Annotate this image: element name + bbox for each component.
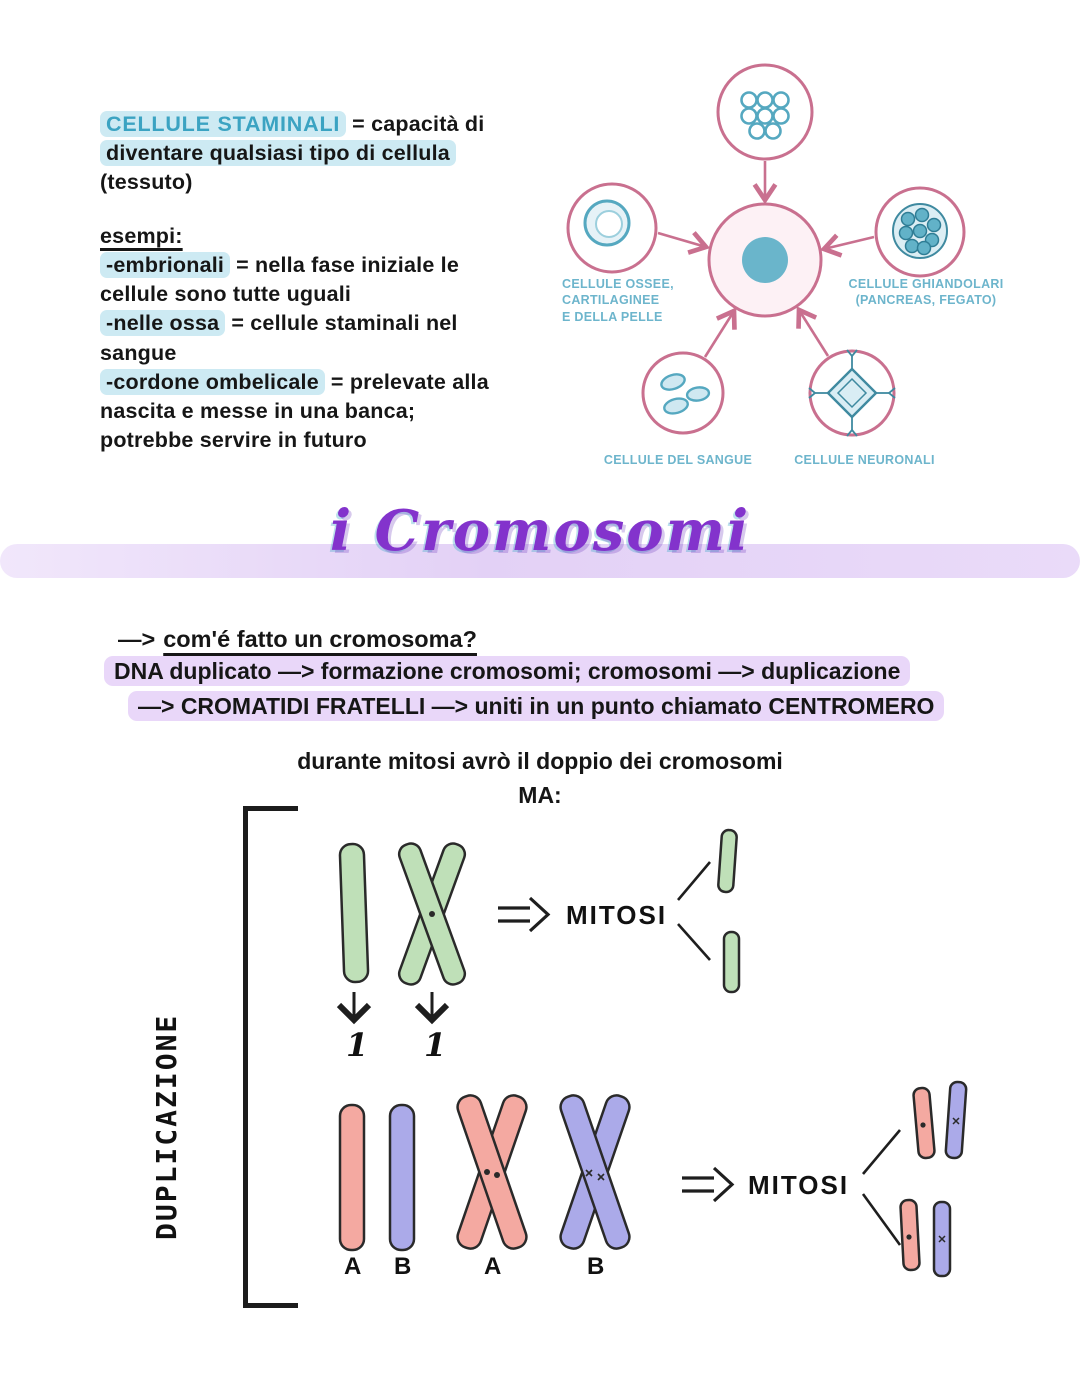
pair2-label-a: A: [484, 1253, 501, 1280]
green-chromosome-x: [397, 842, 467, 986]
example-cord-line-3: potrebbe servire in futuro: [100, 428, 367, 453]
label-neurons: CELLULE NEURONALI: [794, 453, 935, 467]
definition-line-1: CELLULE STAMINALI= capacità di: [100, 110, 580, 139]
pair1-label-b: B: [394, 1253, 411, 1280]
definition-rest: = capacità di: [352, 112, 485, 136]
label-bone-cartilage-skin: CELLULE OSSEE, CARTILAGINEE E DELLA PELL…: [562, 276, 717, 325]
label-line: CARTILAGINEE: [562, 293, 660, 308]
stem-cells-notes: CELLULE STAMINALI= capacità di diventare…: [100, 110, 580, 456]
embryo-cluster-cell: [716, 63, 814, 161]
chromatid-group-bottom: [899, 1198, 952, 1278]
chromosome-note-line-2: —> CROMATIDI FRATELLI —> uniti in un pun…: [128, 691, 945, 721]
example-cord-term: -cordone ombelicale: [100, 368, 325, 395]
down-arrow-icon: [336, 992, 450, 1025]
chromatid-group-top: [912, 1080, 968, 1160]
chromosome-drawings: 1 1 MITOSI A: [336, 828, 968, 1280]
definition-highlight: diventare qualsiasi tipo di cellula: [100, 140, 456, 167]
example-cord-rest: = prelevate alla: [330, 369, 489, 394]
green-chromosome-single: [338, 842, 370, 984]
example-bones-line-1: -nelle ossa= cellule staminali nel: [100, 309, 580, 338]
example-bones-line-2: sangue: [100, 340, 177, 365]
section-title: i Cromosomi: [329, 498, 751, 564]
label-line: CELLULE OSSEE,: [562, 277, 674, 291]
pink-chromosome-single: [338, 1103, 366, 1252]
example-embryonic-term: -embrionali: [100, 251, 231, 278]
green-chromatid-bottom: [722, 930, 741, 994]
label-line: (PANCREAS, FEGATO): [855, 293, 997, 308]
label-glandular: CELLULE GHIANDOLARI (PANCREAS, FEGATO): [836, 276, 1016, 309]
branch-lines-2: [861, 1129, 902, 1246]
double-arrow-icon-2: [682, 1166, 735, 1203]
neuron-cell: [808, 349, 896, 437]
diagram-arms: [657, 161, 875, 358]
highlighted-text: DNA duplicato —> formazione cromosomi; c…: [104, 656, 911, 686]
stem-cells-term: CELLULE STAMINALI: [100, 111, 347, 137]
label-blood-cells: CELLULE DEL SANGUE: [603, 453, 753, 467]
branch-lines-1: [677, 861, 711, 961]
example-bones-rest: = cellule staminali nel: [231, 311, 458, 336]
example-bones-term: -nelle ossa: [100, 310, 226, 337]
pink-chromosome-x: [456, 1094, 528, 1250]
examples-label: esempi:: [100, 223, 183, 248]
example-cord-line-1: -cordone ombelicale= prelevate alla: [100, 368, 580, 397]
section-banner: [0, 544, 1080, 578]
definition-line-3: (tessuto): [100, 170, 193, 195]
pair2-label-b: B: [587, 1253, 604, 1280]
question-text: com'é fatto un cromosoma?: [163, 626, 477, 652]
blood-cells: [641, 351, 725, 435]
glandular-cell: [874, 186, 966, 278]
example-embryonic-rest: = nella fase iniziale le: [236, 252, 459, 277]
count-label-1: 1: [346, 1026, 368, 1064]
double-arrow-icon: [498, 896, 551, 933]
mitosi-label-2: MITOSI: [748, 1170, 849, 1200]
violet-chromosome-single: [388, 1103, 416, 1252]
violet-chromosome-x: [559, 1094, 631, 1250]
definition-line-2: diventare qualsiasi tipo di cellula: [100, 139, 580, 168]
green-chromatid-top: [717, 828, 738, 894]
bone-cartilage-skin-cell: [566, 182, 658, 274]
chromosome-question: —> com'é fatto un cromosoma?: [118, 626, 477, 653]
mitosi-label-1: MITOSI: [566, 900, 667, 930]
label-line: CELLULE GHIANDOLARI: [848, 277, 1004, 291]
count-label-2: 1: [424, 1026, 446, 1064]
duplication-label: DUPLICAZIONE: [150, 1013, 183, 1240]
example-embryonic-line-1: -embrionali= nella fase iniziale le: [100, 251, 580, 280]
stem-cell-diagram: [566, 63, 966, 437]
example-cord-line-2: nascita e messe in una banca;: [100, 399, 416, 424]
pair1-label-a: A: [344, 1253, 361, 1280]
bracket: [243, 806, 298, 1308]
ma-label: MA:: [518, 782, 562, 808]
example-embryonic-line-2: cellule sono tutte uguali: [100, 282, 352, 307]
mitosis-note: durante mitosi avrò il doppio dei cromos…: [297, 748, 783, 774]
central-stem-cell: [707, 202, 823, 318]
label-line: E DELLA PELLE: [562, 309, 663, 324]
chromosome-note-line-1: DNA duplicato —> formazione cromosomi; c…: [104, 656, 911, 686]
arrow-text: —>: [118, 626, 156, 652]
highlighted-text: —> CROMATIDI FRATELLI —> uniti in un pun…: [128, 691, 945, 721]
